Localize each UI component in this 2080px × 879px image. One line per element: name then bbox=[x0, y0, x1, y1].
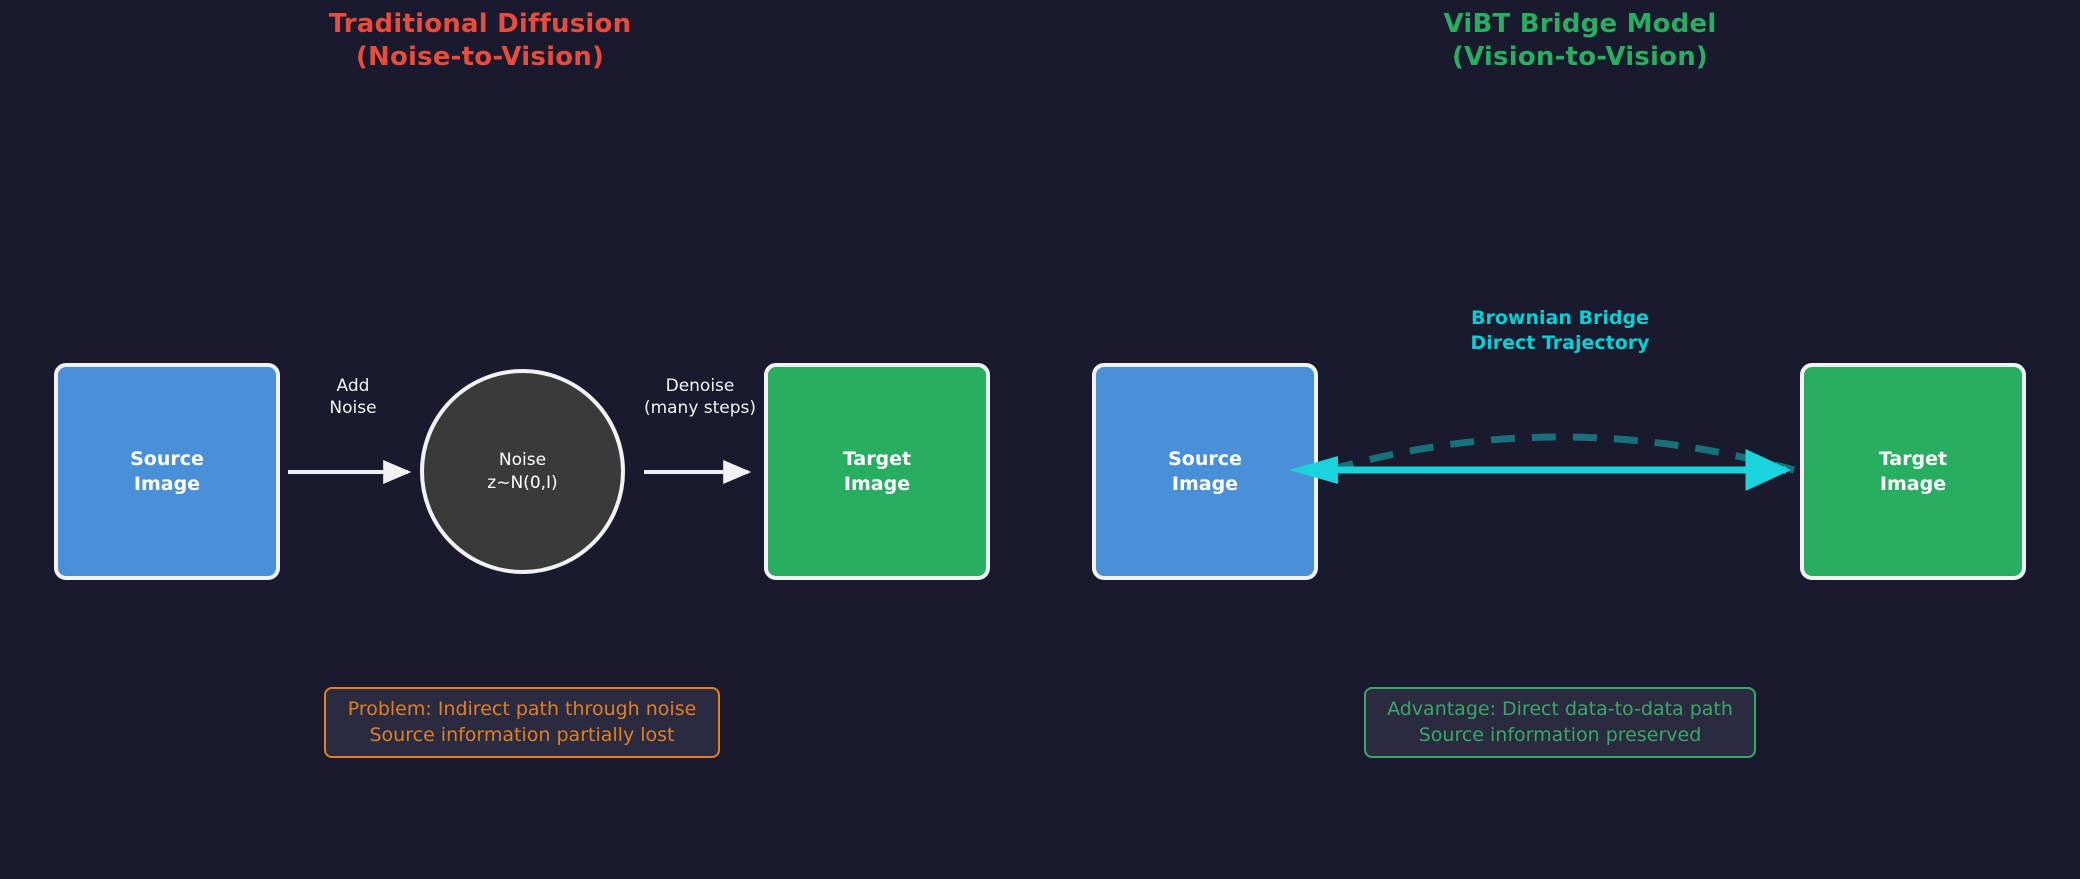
left-panel-title: Traditional Diffusion (Noise-to-Vision) bbox=[328, 9, 632, 73]
right-target-image-label: Target Image bbox=[1878, 447, 1948, 495]
noise-node-label: Noise z~N(0,I) bbox=[487, 449, 558, 493]
left-target-image-box: Target Image bbox=[764, 363, 990, 580]
left-source-image-label: Source Image bbox=[130, 447, 204, 495]
left-source-image-box: Source Image bbox=[54, 363, 280, 580]
left-target-image-label: Target Image bbox=[842, 447, 912, 495]
right-source-image-box: Source Image bbox=[1092, 363, 1318, 580]
noise-node: Noise z~N(0,I) bbox=[420, 369, 625, 574]
denoise-label: Denoise (many steps) bbox=[643, 376, 757, 419]
problem-callout: Problem: Indirect path through noise Sou… bbox=[324, 687, 720, 759]
right-panel-title: ViBT Bridge Model (Vision-to-Vision) bbox=[1443, 9, 1717, 73]
right-source-image-label: Source Image bbox=[1168, 447, 1242, 495]
right-target-image-box: Target Image bbox=[1800, 363, 2026, 580]
brownian-bridge-arc bbox=[1329, 433, 1795, 474]
advantage-callout: Advantage: Direct data-to-data path Sour… bbox=[1364, 687, 1756, 759]
add-noise-label: Add Noise bbox=[329, 376, 377, 419]
brownian-bridge-label: Brownian Bridge Direct Trajectory bbox=[1470, 307, 1650, 355]
